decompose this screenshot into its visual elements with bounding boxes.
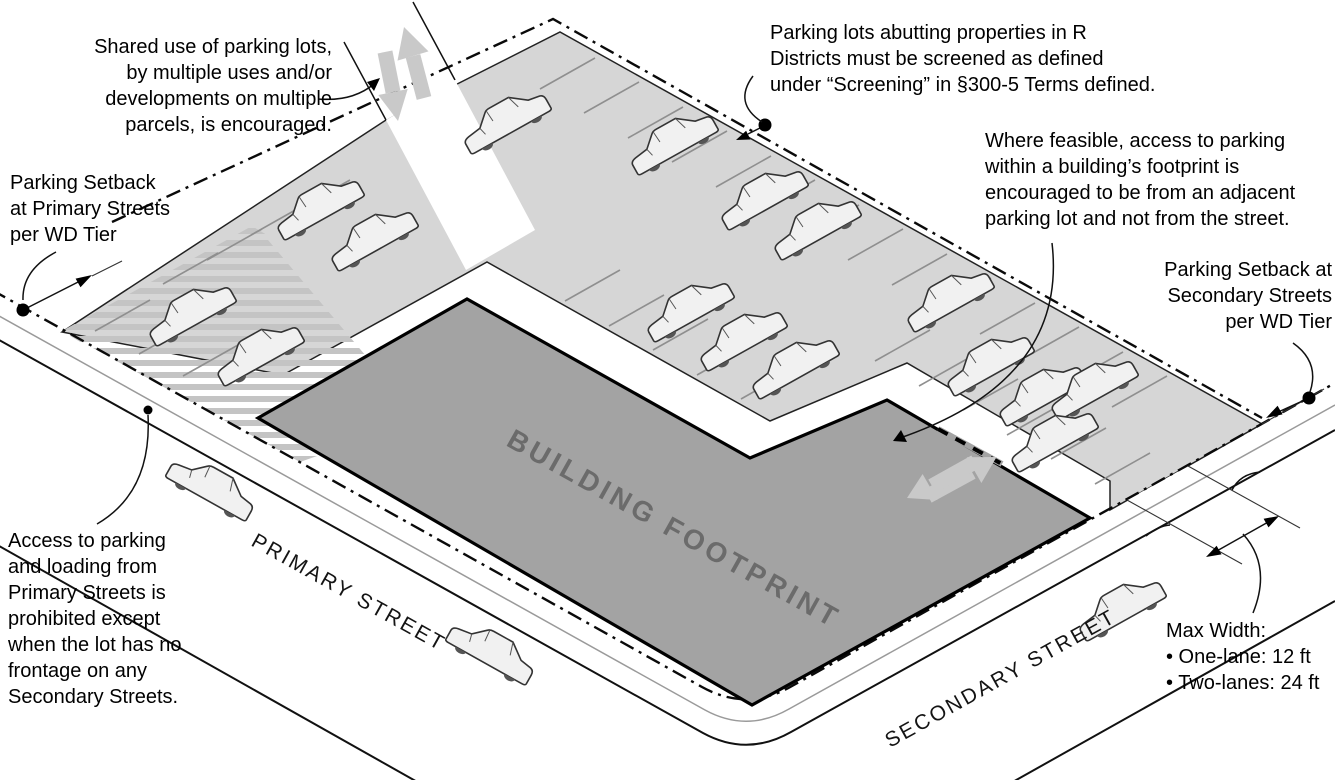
primary-street-label: PRIMARY STREET (248, 529, 450, 656)
annotation-r-district-screening: Parking lots abutting properties in R Di… (770, 22, 1156, 96)
primary-street-outer-edge (0, 545, 416, 780)
secondary-setback-dimension (1261, 388, 1325, 425)
leader-max-width (1242, 533, 1262, 614)
annotation-setback-secondary: Parking Setback at Secondary Streets per… (1164, 259, 1332, 333)
annotation-access-prohibited: Access to parking and loading from Prima… (8, 530, 182, 708)
leader-access-prohibited (96, 414, 150, 525)
leader-arrowheads (367, 78, 907, 442)
sidewalk-line (0, 315, 1335, 722)
secondary-street-label: SECONDARY STREET (881, 605, 1120, 752)
primary-secondary-curb-line (0, 339, 1335, 746)
max-width-dimension (1126, 465, 1301, 565)
building-access-arrows (907, 455, 997, 503)
street-lines (0, 315, 1335, 780)
leader-building-access (899, 242, 1055, 439)
car (442, 612, 542, 690)
annotation-shared-use: Shared use of parking lots, by multiple … (94, 36, 332, 136)
leader-r-district (744, 75, 763, 123)
leader-shared-use (317, 83, 375, 101)
leader-setback-primary (22, 251, 57, 301)
car (162, 448, 262, 526)
entry-exit-arrows (377, 27, 997, 503)
property-lines (0, 17, 1335, 701)
annotation-max-width: Max Width: • One-lane: 12 ft • Two-lanes… (1166, 620, 1320, 694)
leader-lines (22, 75, 1314, 614)
access-prohibited-dot (143, 405, 153, 415)
primary-setback-dimension (16, 260, 123, 317)
screening-callout-marker (736, 118, 772, 140)
annotation-setback-primary: Parking Setback at Primary Streets per W… (10, 172, 171, 246)
top-driveway-arrows (377, 27, 432, 121)
secondary-street-outer-edge (1014, 600, 1335, 780)
leader-setback-secondary (1292, 342, 1314, 393)
row-line-streets (0, 293, 1335, 701)
row-line-top (111, 17, 1263, 420)
annotation-building-access: Where feasible, access to parking within… (985, 130, 1296, 230)
